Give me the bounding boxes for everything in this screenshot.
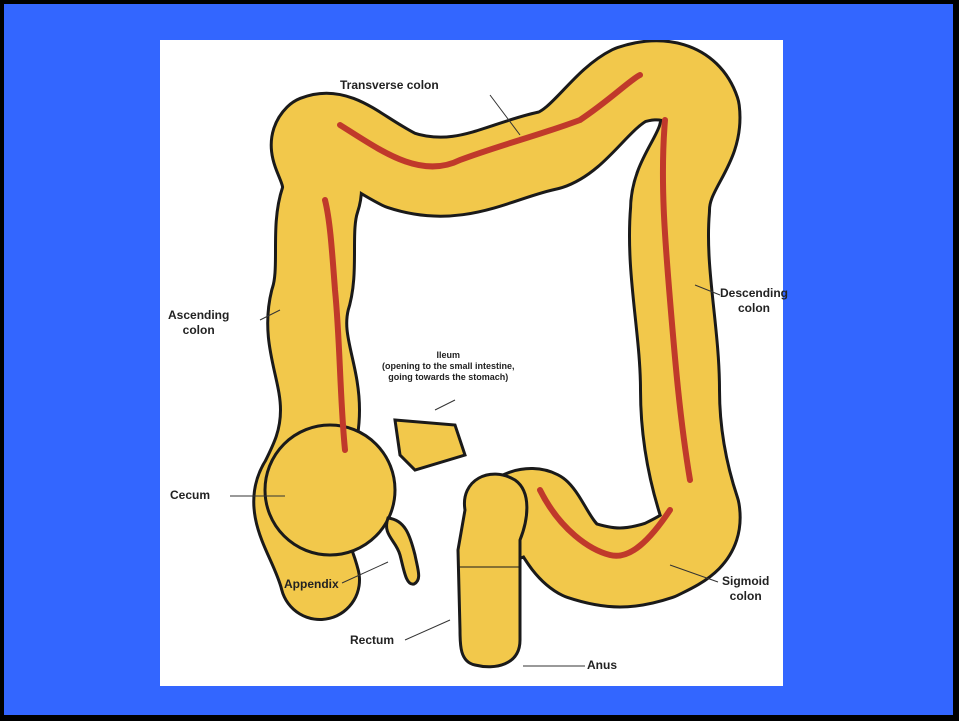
label-sigmoid-line1: Sigmoid	[722, 574, 769, 589]
label-ileum-line3: going towards the stomach)	[382, 372, 515, 383]
label-sigmoid-colon: Sigmoid colon	[722, 574, 769, 604]
ileum-shape	[395, 420, 465, 470]
rectum-shape	[458, 474, 527, 667]
appendix-shape	[387, 518, 419, 584]
label-cecum: Cecum	[170, 488, 210, 503]
diagram-panel: Transverse colon Ascending colon Descend…	[160, 40, 783, 686]
label-ileum: Ileum (opening to the small intestine, g…	[382, 350, 515, 383]
label-transverse-colon: Transverse colon	[340, 78, 439, 93]
label-descending-colon: Descending colon	[720, 286, 788, 316]
label-ileum-line2: (opening to the small intestine,	[382, 361, 515, 372]
label-ascending-line1: Ascending	[168, 308, 229, 323]
label-descending-line1: Descending	[720, 286, 788, 301]
leader-rectum	[405, 620, 450, 640]
label-ascending-line2: colon	[168, 323, 229, 338]
leader-ileum	[435, 400, 455, 410]
label-sigmoid-line2: colon	[722, 589, 769, 604]
label-appendix: Appendix	[284, 577, 339, 592]
label-descending-line2: colon	[720, 301, 788, 316]
label-ascending-colon: Ascending colon	[168, 308, 229, 338]
cecum-shape	[265, 425, 395, 555]
label-anus: Anus	[587, 658, 617, 673]
label-ileum-line1: Ileum	[382, 350, 515, 361]
label-rectum: Rectum	[350, 633, 394, 648]
